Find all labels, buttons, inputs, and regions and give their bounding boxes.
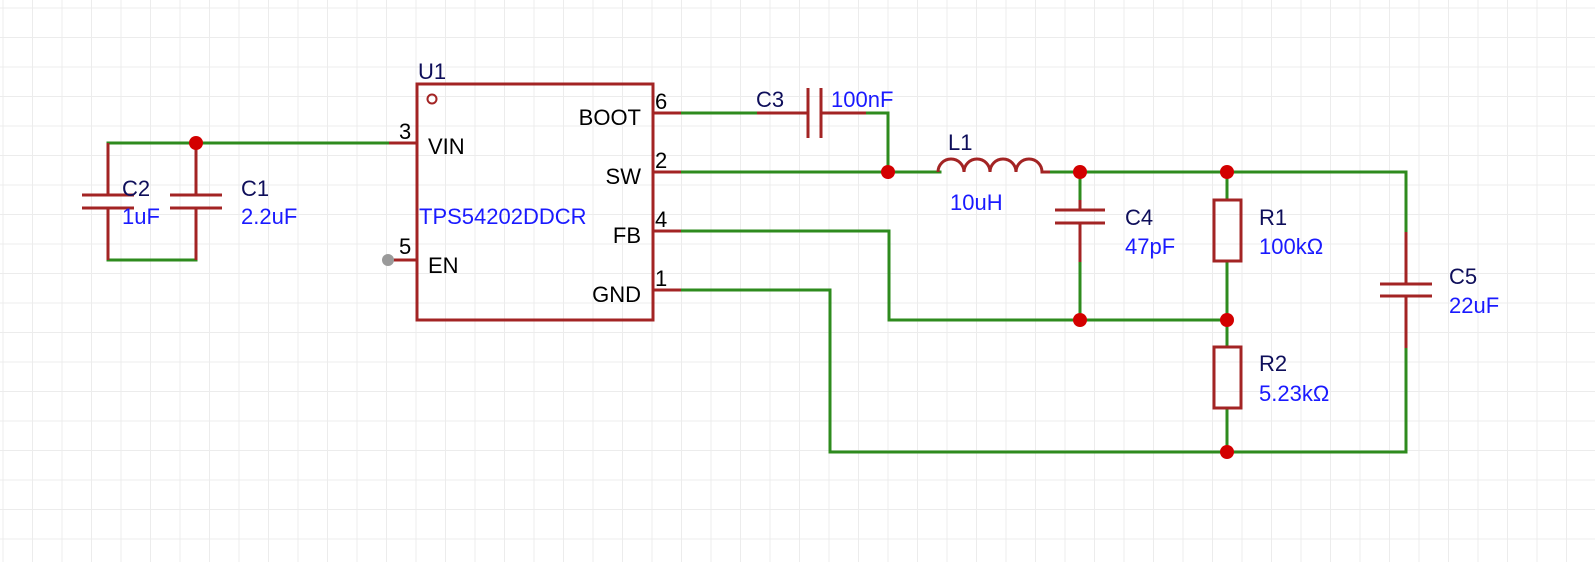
r1-body [1212,198,1243,263]
pin-name-sw: SW [606,164,642,189]
c5-designator: C5 [1449,264,1477,289]
pin1-marker-icon [426,93,438,105]
r1-value: 100kΩ [1259,234,1323,259]
wire-gnd[interactable] [678,288,1408,454]
capacitor-c2[interactable]: C2 1uF [82,143,160,260]
c2-value: 1uF [122,204,160,229]
ic-u1[interactable]: U1 TPS54202DDCR 6 2 4 1 3 5 BOOT SW FB G… [382,59,681,322]
pin-name-fb: FB [613,223,641,248]
pin-number-fb: 4 [655,207,667,232]
c1-value: 2.2uF [241,204,297,229]
pin-number-vin: 3 [399,119,411,144]
inductor-l1[interactable]: L1 10uH [936,130,1050,215]
c3-designator: C3 [756,87,784,112]
junction-dot[interactable] [1073,165,1087,179]
wire-output-rail[interactable] [1046,170,1408,234]
junctions [189,136,1234,459]
pin-name-gnd: GND [592,282,641,307]
wires [106,111,1408,454]
pin-name-vin: VIN [428,134,465,159]
pin-name-boot: BOOT [579,105,641,130]
ic-designator: U1 [418,59,446,84]
capacitor-c4[interactable]: C4 47pF [1055,200,1175,262]
wire-fb[interactable] [678,229,1229,322]
junction-dot[interactable] [881,165,895,179]
ic-part-number: TPS54202DDCR [419,204,587,229]
junction-dot[interactable] [1073,313,1087,327]
wire-c3-sw[interactable] [863,111,890,174]
r2-designator: R2 [1259,351,1287,376]
c4-designator: C4 [1125,205,1153,230]
junction-dot[interactable] [1220,313,1234,327]
ic-body [415,82,655,322]
c5-value: 22uF [1449,293,1499,318]
pin-number-gnd: 1 [655,266,667,291]
junction-dot[interactable] [1220,445,1234,459]
pin-name-en: EN [428,253,459,278]
junction-dot[interactable] [1220,165,1234,179]
resistor-r2[interactable]: R2 5.23kΩ [1212,345,1329,410]
c4-value: 47pF [1125,234,1175,259]
pin-number-sw: 2 [655,148,667,173]
capacitor-c1[interactable]: C1 2.2uF [170,143,297,260]
r1-designator: R1 [1259,205,1287,230]
capacitor-c3[interactable]: C3 100nF [756,87,893,138]
pin-number-en: 5 [399,234,411,259]
r2-value: 5.23kΩ [1259,381,1329,406]
resistor-r1[interactable]: R1 100kΩ [1212,198,1323,263]
capacitor-c5[interactable]: C5 22uF [1380,232,1499,348]
pin-number-boot: 6 [655,89,667,114]
c2-designator: C2 [122,176,150,201]
r2-body [1212,345,1243,410]
junction-dot[interactable] [189,136,203,150]
c1-designator: C1 [241,176,269,201]
l1-value: 10uH [950,190,1003,215]
l1-coil [936,157,1050,174]
l1-designator: L1 [948,130,972,155]
c3-value: 100nF [831,87,893,112]
unconnected-pin-icon[interactable] [382,254,394,266]
